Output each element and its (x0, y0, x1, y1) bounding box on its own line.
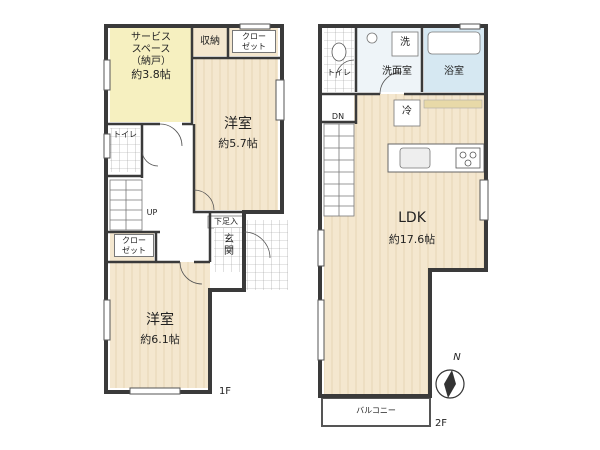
western-room-b-floor (110, 262, 210, 388)
western-room-a-name: 洋室 (224, 116, 252, 132)
entrance-floor (214, 228, 244, 272)
service-space-area: 約3.8帖 (131, 68, 171, 81)
stairs-1f (109, 179, 143, 231)
ldk-name: LDK (398, 210, 426, 226)
bathroom-label: 浴室 (444, 66, 464, 77)
service-space-line1: サービス (131, 32, 171, 43)
cooktop (455, 147, 481, 169)
service-space-line2: スペース (131, 44, 171, 55)
balcony-area (321, 397, 431, 427)
floor-1f-level-label: 1F (218, 386, 232, 397)
refrigerator-space (393, 99, 421, 127)
floor-2f (317, 23, 489, 427)
western-room-b-area: 約6.1帖 (140, 332, 180, 346)
western-room-b-name: 洋室 (146, 312, 174, 328)
ldk-label: LDK 約17.6帖 (372, 210, 452, 246)
entrance-label: 玄 関 (214, 234, 244, 258)
service-space-room (110, 28, 192, 122)
compass-icon (435, 369, 465, 399)
washing-machine-label: 洗 (400, 37, 410, 48)
stairs-up-label: UP (146, 208, 158, 217)
toilet-2f-fixture (331, 42, 347, 62)
storage-room (192, 28, 228, 56)
toilet-1f-label: トイレ (113, 130, 137, 139)
doors-2f (335, 59, 403, 95)
stairs-2f (323, 123, 355, 217)
stairs-down-label: DN (331, 112, 345, 121)
refrigerator-label: 冷 (402, 106, 412, 117)
closet-top-line2: ゼット (242, 41, 266, 51)
kitchen-shelf (423, 99, 483, 109)
bathtub (427, 31, 481, 55)
entrance-line1: 玄 (224, 234, 234, 245)
washing-machine-space (391, 31, 419, 57)
service-space-label: サービス スペース （納戸） 約3.8帖 (112, 32, 190, 81)
closet-top-label: クロー ゼット (232, 30, 276, 54)
entrance-porch (244, 220, 288, 290)
closet-bottom-label: クロー ゼット (114, 234, 154, 258)
windows-1f (103, 23, 285, 395)
washbasin-fixture (366, 32, 378, 44)
closet-bottom-line1: クロー (122, 236, 146, 245)
shoe-storage-label: 下足入 (214, 217, 238, 226)
entrance-line2: 関 (224, 246, 234, 257)
hall-1f (140, 124, 194, 244)
western-room-a-area: 約5.7帖 (218, 136, 258, 150)
compass-north-label: N (453, 352, 461, 363)
walls-2f (318, 24, 488, 398)
doors-1f (141, 123, 271, 285)
closet-bottom-line2: ゼット (122, 245, 146, 255)
balcony-label: バルコニー (356, 406, 396, 415)
western-room-b-label: 洋室 約6.1帖 (120, 312, 200, 346)
toilet-2f-label: トイレ (327, 68, 351, 77)
western-room-a-label: 洋室 約5.7帖 (200, 116, 276, 150)
ldk-area: 約17.6帖 (388, 232, 436, 246)
interior-walls-1f (106, 26, 282, 264)
windows-2f (317, 23, 489, 361)
storage-label: 収納 (200, 36, 220, 47)
kitchen-sink (399, 147, 431, 169)
western-room-a-floor (194, 58, 278, 210)
service-space-line3: （納戸） (131, 56, 171, 67)
closet-top-line1: クロー (242, 32, 266, 41)
interior-walls-2f (320, 26, 486, 124)
washroom-label: 洗面室 (382, 66, 412, 77)
floor-2f-level-label: 2F (434, 418, 448, 429)
toilet-1f-room (110, 128, 140, 172)
